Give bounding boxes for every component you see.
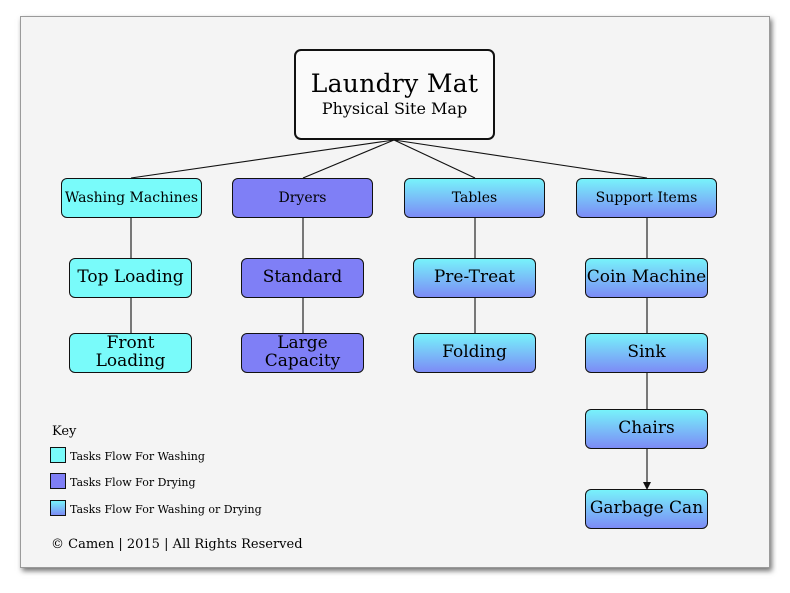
category-tables: Tables <box>404 178 545 218</box>
category-support-items: Support Items <box>576 178 717 218</box>
key-label-washing-or-drying: Tasks Flow For Washing or Drying <box>70 503 262 516</box>
copyright-notice: © Camen | 2015 | All Rights Reserved <box>51 537 303 552</box>
item-standard: Standard <box>241 258 364 298</box>
item-sink: Sink <box>585 333 708 373</box>
key-swatch-washing <box>50 447 66 463</box>
key-label-washing: Tasks Flow For Washing <box>70 450 205 463</box>
item-coin-machine: Coin Machine <box>585 258 708 298</box>
item-folding: Folding <box>413 333 536 373</box>
item-large-capacity: Large Capacity <box>241 333 364 373</box>
key-label-drying: Tasks Flow For Drying <box>70 476 196 489</box>
item-pre-treat: Pre-Treat <box>413 258 536 298</box>
item-chairs: Chairs <box>585 409 708 449</box>
item-garbage-can: Garbage Can <box>585 489 708 529</box>
root-node: Laundry Mat Physical Site Map <box>294 49 495 140</box>
category-dryers: Dryers <box>232 178 373 218</box>
key-swatch-washing-or-drying <box>50 500 66 516</box>
key-swatch-drying <box>50 473 66 489</box>
key-heading: Key <box>52 424 77 439</box>
item-top-loading: Top Loading <box>69 258 192 298</box>
diagram-title: Laundry Mat <box>310 68 479 98</box>
item-front-loading: Front Loading <box>69 333 192 373</box>
category-washing-machines: Washing Machines <box>61 178 202 218</box>
diagram-subtitle: Physical Site Map <box>321 99 468 119</box>
